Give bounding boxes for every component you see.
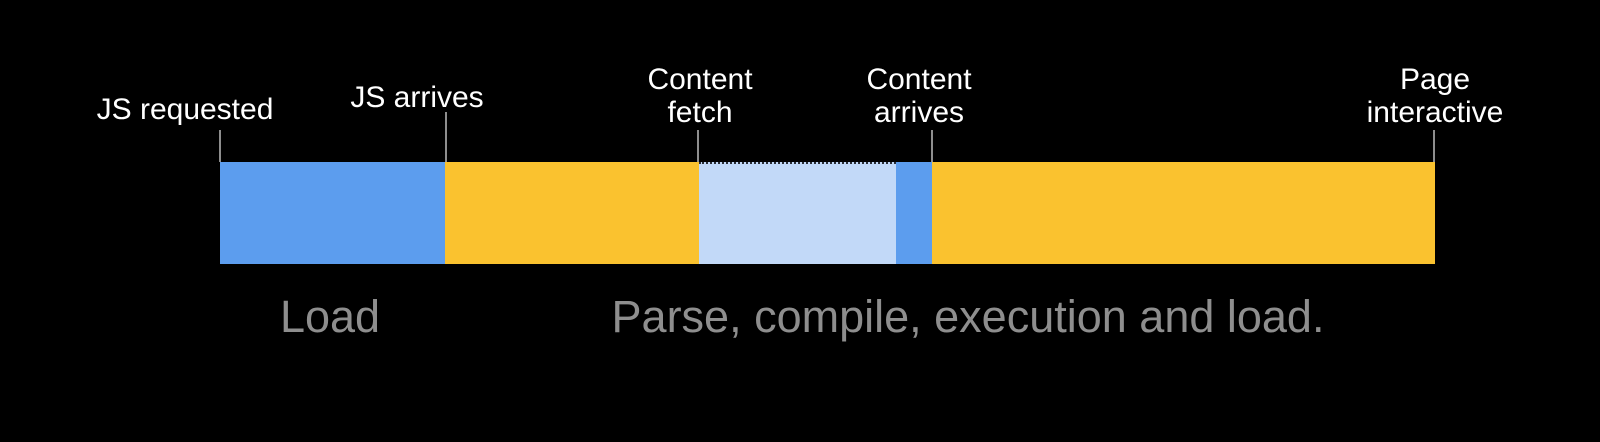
marker-label-line: interactive [1366, 96, 1504, 129]
marker-label-line: arrives [873, 96, 965, 129]
bar-segment-content-fetch [699, 162, 896, 264]
tick-js-requested [219, 130, 221, 162]
marker-label-line: Page [1399, 63, 1471, 96]
marker-label-line: Content [647, 63, 753, 96]
caption-parse: Parse, compile, execution and load. [611, 291, 1325, 342]
marker-label-js-arrives: JS arrives [350, 81, 483, 114]
tick-page-interactive [1433, 130, 1435, 162]
marker-label-line: Content [866, 63, 972, 96]
tick-js-arrives [445, 112, 447, 162]
tick-content-arrives [931, 130, 933, 162]
marker-label-js-requested: JS requested [97, 93, 274, 126]
marker-label-line: JS requested [96, 93, 274, 126]
bar-segment-js-download [220, 162, 445, 264]
marker-label-line: fetch [667, 96, 733, 129]
marker-label-line: JS arrives [350, 81, 484, 114]
bar-segment-parse-compile [445, 162, 699, 264]
bar-segment-content-download [896, 162, 932, 264]
tick-content-fetch [697, 130, 699, 162]
caption-load: Load [279, 291, 381, 342]
bar-segment-execute-load [932, 162, 1435, 264]
